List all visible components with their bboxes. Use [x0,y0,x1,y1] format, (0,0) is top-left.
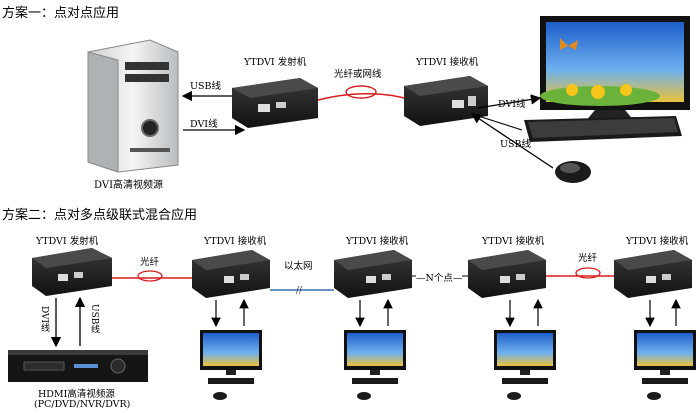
scheme2-title: 方案二：点对多点级联式混合应用 [2,208,198,223]
scheme2-n-points-label: —N个点— [416,270,463,284]
tx-device-2 [32,248,112,296]
scheme1-rx-usb-label: USB线 [500,139,531,150]
rx-set-b [344,298,406,400]
fiber-cable-1 [317,93,405,101]
scheme1-title: 方案一：点对点应用 [2,6,120,21]
scheme1-rx-label: YTDVI 接收机 [416,57,479,68]
scheme2-rx-label-1: YTDVI 接收机 [204,236,267,247]
keyboard-icon-1 [524,116,682,142]
fiber-highlight-2 [137,270,163,282]
rx-usb-branch [471,113,523,131]
rx-usb-arrow-1 [470,113,554,169]
scheme1-dvi-label: DVI线 [190,119,218,130]
scheme1-source-caption: DVI高清视频源 [94,180,164,191]
monitor-icon-1 [540,16,690,122]
rx-set-d [634,298,696,400]
scheme1-usb-label: USB线 [190,81,221,92]
rx-dvi-arrow-1 [477,94,542,109]
mouse-icon-1 [555,161,591,183]
scheme2-usb-label: USB线 [89,304,99,334]
scheme2-rx-label-4: YTDVI 接收机 [626,236,689,247]
rx-device-1 [404,76,488,126]
scheme2-rx-label-3: YTDVI 接收机 [482,236,545,247]
scheme1-tx-label: YTDVI 发射机 [244,57,307,68]
rx-set-c [494,298,556,400]
tx-device-1 [232,78,318,128]
scheme2-source-caption: HDMI高清视频源 [38,389,115,400]
cable-break-mark: // [296,286,303,296]
scheme2-dvi-label: DVI线 [39,306,49,333]
rx-device-2b [334,250,412,298]
scheme2-rx-label-2: YTDVI 接收机 [346,236,409,247]
scheme2-tx-label: YTDVI 发射机 [36,236,99,247]
scheme1-rx-dvi-label: DVI线 [498,99,526,110]
rx-device-2a [192,250,270,298]
rx-device-2d [614,250,692,298]
dvd-player-icon [8,350,148,382]
scheme2-ethernet-label: 以太网 [284,261,313,272]
pc-tower-icon [87,39,179,173]
scheme1-link-label: 光纤或网线 [334,69,382,80]
rx-device-2c [468,250,546,298]
fiber-highlight-3 [575,267,601,279]
scheme2-fiber-label-2: 光纤 [578,253,598,264]
rx-set-a [200,298,262,400]
scheme2-fiber-label-1: 光纤 [140,257,160,268]
scheme2-source-sub: (PC/DVD/NVR/DVR) [34,399,131,410]
link-highlight-ellipse [345,85,377,99]
